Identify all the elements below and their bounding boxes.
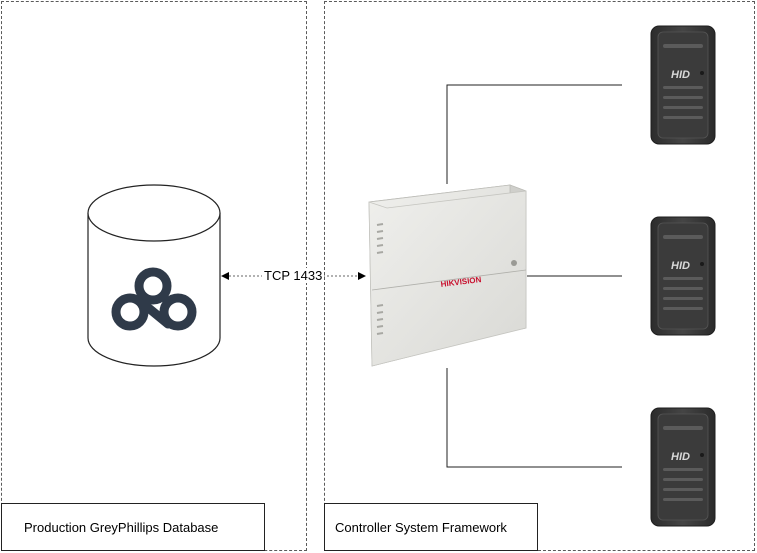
arrow-right-icon <box>358 272 366 280</box>
reader-group: HID HID HID <box>650 25 716 527</box>
tcp-connection-label: TCP 1433 <box>262 268 325 283</box>
reader-brand-text: HID <box>671 69 690 81</box>
tcp-connection-line <box>221 272 366 280</box>
hid-proximity-reader-icon: HID <box>650 25 716 145</box>
reader-brand-text: HID <box>671 451 690 463</box>
reader-brand-text: HID <box>671 260 690 272</box>
arrow-left-icon <box>221 272 229 280</box>
reader-connector-lines <box>446 84 622 468</box>
hid-proximity-reader-icon: HID <box>650 407 716 527</box>
controller-group-label: Controller System Framework <box>324 503 538 551</box>
access-controller-cabinet-icon: HIKVISION <box>368 184 527 367</box>
database-group-label: Production GreyPhillips Database <box>1 503 265 551</box>
linked-rings-logo-icon <box>111 267 197 331</box>
hid-proximity-reader-icon: HID <box>650 216 716 336</box>
